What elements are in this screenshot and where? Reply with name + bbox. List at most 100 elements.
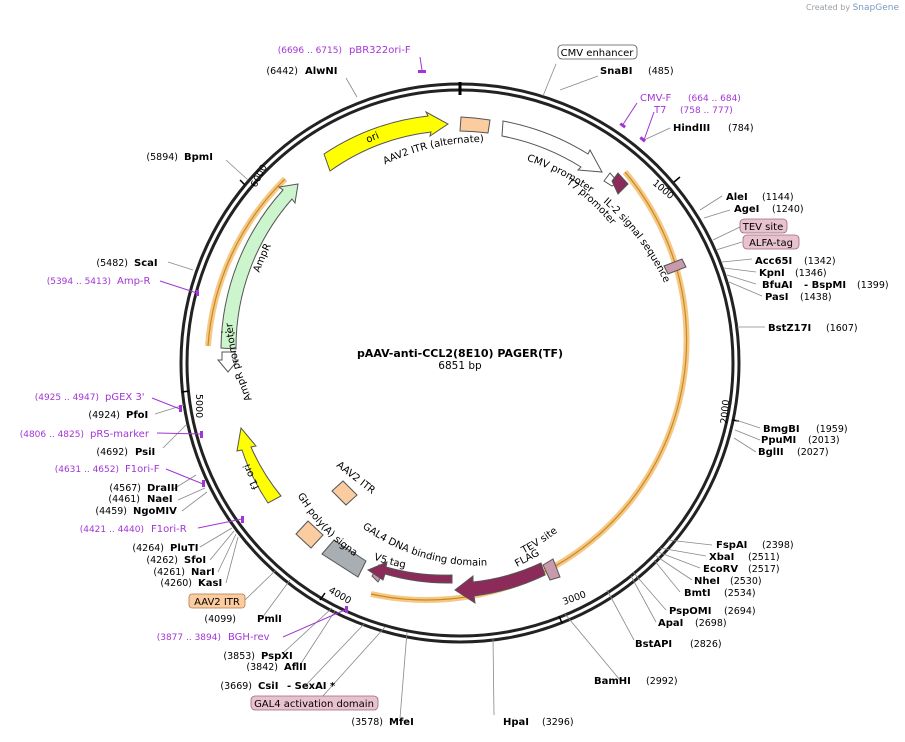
enzyme-name[interactable]: BmtI [684,588,711,599]
tev-site-box[interactable] [739,218,788,234]
alfa-tag-box[interactable] [742,234,800,250]
tev-site-label: TEV site [519,525,560,556]
leader-line [244,569,277,601]
enzyme-name[interactable]: AlwNI [305,66,338,77]
enzyme-name[interactable]: DraIII [147,483,178,494]
cmv-enhancer-box[interactable] [557,44,638,60]
enzyme-name[interactable]: NgoMIV [133,506,177,517]
primer-name[interactable]: F1ori-R [151,524,187,535]
aav2-itr-alt-box[interactable] [459,116,491,134]
primer-name[interactable]: CMV-F [640,93,671,104]
enzyme-name[interactable]: NaeI [147,494,173,505]
ampr-arrow[interactable] [220,183,299,350]
enzyme-name[interactable]: PsiI [135,447,155,458]
leader-line [606,589,635,641]
primer-name[interactable]: Amp-R [117,276,151,287]
enzyme-name[interactable]: - BspMI [804,280,846,291]
enzyme-position: (6442) [266,66,298,77]
enzyme-position: (3669) [220,681,252,692]
primer-range: (664 .. 684) [688,94,741,104]
enzyme-name[interactable]: AgeI [734,204,759,215]
enzyme-name[interactable]: FspAI [716,540,747,551]
leader-line [721,258,753,263]
enzyme-name[interactable]: CsiI [258,681,278,692]
primer-range: (3877 .. 3894) [157,633,221,643]
f1-ori-arrow[interactable] [236,426,282,504]
il2-signal-arrow[interactable] [611,172,629,195]
enzyme-name[interactable]: BfuAI [762,280,793,291]
aav2-itr-box[interactable] [331,480,358,506]
primer-range: (6696 .. 6715) [278,46,342,56]
enzyme-position: (2398) [762,540,794,551]
leader-line [559,75,599,91]
enzyme-name[interactable]: NheI [694,576,720,587]
enzyme-name[interactable]: PspOMI [669,606,711,617]
enzyme-position: (2517) [748,564,780,575]
primer-name[interactable]: pGEX 3' [105,392,145,403]
enzyme-position: (784) [728,123,754,134]
ori-arrow[interactable] [323,110,449,172]
enzyme-name[interactable]: EcoRV [703,564,738,575]
leader-line [199,527,233,548]
enzyme-name[interactable]: BamHI [594,676,631,687]
enzyme-name[interactable]: SnaBI [600,66,632,77]
enzyme-name[interactable]: KasI [198,578,222,589]
enzyme-name[interactable]: PfoI [126,410,148,421]
primer-line [419,56,423,71]
enzyme-name[interactable]: AleI [726,192,748,203]
cmv-promoter-arrow[interactable] [501,120,603,173]
bgh-polya-box[interactable] [321,539,367,578]
gal4-ad-box-label: GAL4 activation domain [254,699,374,710]
primer-name[interactable]: pRS-marker [90,429,150,440]
primer-name[interactable]: BGH-rev [228,632,270,643]
primer-name[interactable]: T7 [653,105,666,116]
enzyme-name[interactable]: HpaI [503,717,529,728]
enzyme-name[interactable]: AflII [284,662,307,673]
enzyme-name[interactable]: BstAPI [635,639,672,650]
primer-name[interactable]: pBR322ori-F [349,45,411,56]
enzyme-position: (4264) [132,543,164,554]
enzyme-position: (3578) [351,717,383,728]
primer-mark [196,290,199,296]
primer-mark [418,70,426,73]
enzyme-name[interactable]: BstZ17I [768,323,811,334]
enzyme-name[interactable]: BpmI [184,152,213,163]
tev-alfa-tags[interactable] [663,258,687,275]
primer-name[interactable]: F1ori-F [125,464,160,475]
tick-label: 2000 [719,399,732,424]
enzyme-name[interactable]: BglII [758,447,784,458]
leader-line [728,281,763,297]
enzyme-name[interactable]: - SexAI * [287,681,336,692]
enzyme-position: (4461) [108,494,140,505]
leader-lines [154,63,765,719]
enzyme-name[interactable]: ApaI [658,618,683,629]
enzyme-name[interactable]: BmgBI [763,424,800,435]
leader-line [162,424,187,449]
enzyme-name[interactable]: PmlI [257,614,282,625]
gal4-dbd-arrow[interactable] [454,562,546,605]
enzyme-name[interactable]: SfoI [184,555,206,566]
enzyme-name[interactable]: Acc65I [755,256,792,267]
gal4-ad-box[interactable] [250,695,379,711]
aav2-itr-box-label-bg[interactable] [188,593,246,609]
enzyme-name[interactable]: MfeI [389,717,414,728]
enzyme-name[interactable]: PasI [765,292,788,303]
ampr-promoter-arrow[interactable] [216,351,240,373]
enzyme-name[interactable]: KpnI [759,268,785,279]
gal4-ad-arrow[interactable] [366,561,453,584]
enzyme-position: (485) [648,66,674,77]
enzyme-name[interactable]: PluTI [170,543,198,554]
leader-line [712,226,741,241]
enzyme-name[interactable]: PspXI [261,651,293,662]
primer-mark [619,122,627,129]
leader-line [643,127,671,141]
enzyme-name[interactable]: ScaI [134,258,158,269]
enzyme-name[interactable]: PpuMI [761,435,796,446]
leader-line [630,575,657,623]
enzyme-name[interactable]: XbaI [709,552,734,563]
enzyme-name[interactable]: HindIII [673,123,710,134]
aav2-itr-box-2[interactable] [295,520,324,549]
flag-tev-box[interactable] [542,558,561,581]
enzyme-position: (2826) [690,639,722,650]
enzyme-name[interactable]: NarI [191,567,215,578]
